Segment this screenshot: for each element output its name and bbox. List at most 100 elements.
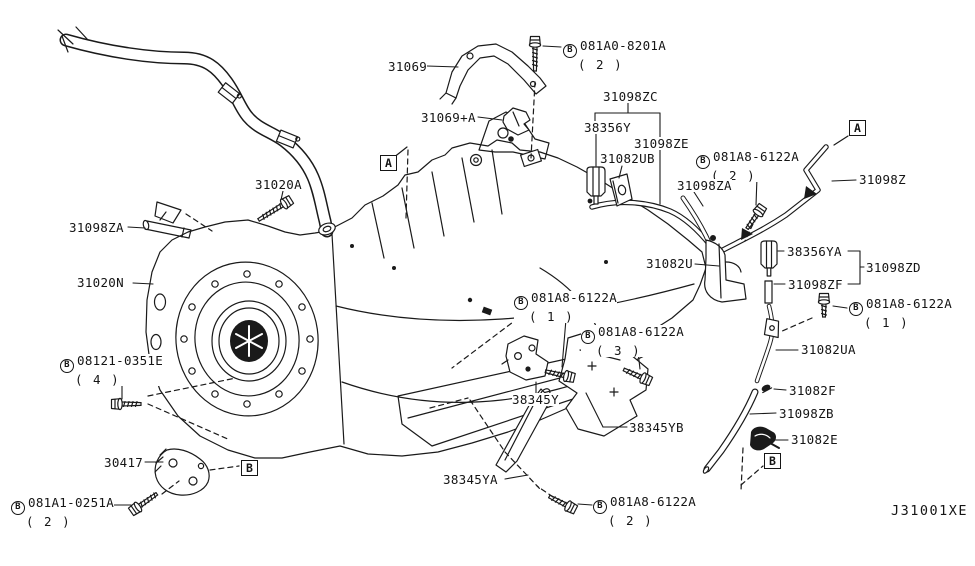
part-label-38345YB: 38345YB <box>629 421 684 434</box>
hose-cut-end <box>57 26 89 53</box>
clip-31082E <box>750 426 780 451</box>
leader-line <box>577 503 593 506</box>
part-label-31082U: 31082U <box>646 257 693 270</box>
leader-line <box>504 474 529 480</box>
leader-line <box>426 65 459 68</box>
quantity-text: ( 1 ) <box>529 308 575 324</box>
part-label-31082F: 31082F <box>789 384 836 397</box>
part-number-text: 31098ZA <box>677 178 732 193</box>
part-number-text: 081A8-6122A <box>598 324 685 339</box>
bolt-icon <box>127 492 159 517</box>
part-label-31098ZF: 31098ZF <box>788 278 843 291</box>
tube-31098ZF <box>764 280 773 304</box>
leader-line <box>694 263 720 267</box>
bolt-icon <box>817 292 831 318</box>
hose-clamp-icon <box>275 129 301 149</box>
part-number-text: 31020A <box>255 177 302 192</box>
cooler-pipes <box>587 135 849 263</box>
leader-line <box>749 412 777 415</box>
part-label-31098Z: 31098Z <box>859 173 906 186</box>
figure-code: J31001XE <box>891 503 969 519</box>
bracket-38345Y <box>501 335 549 381</box>
leader-line <box>831 179 857 182</box>
dashed-references <box>147 81 813 498</box>
part-label-38345Y: 38345Y <box>512 393 559 406</box>
circled-b-icon: B <box>11 500 25 515</box>
part-number-text: 31082U <box>646 256 693 271</box>
leader-line <box>618 165 623 179</box>
view-marker-a: A <box>380 155 397 171</box>
tube-31098ZB <box>702 388 759 474</box>
part-number-text: 31098ZB <box>779 406 834 421</box>
tube-31082UA <box>754 303 780 384</box>
quantity-text: ( 1 ) <box>864 314 910 330</box>
view-marker-b: B <box>241 460 258 476</box>
leader-line <box>755 176 758 206</box>
part-number-text: 31082UB <box>600 151 655 166</box>
leader-line <box>585 392 604 428</box>
pipe-arrow-icon <box>741 228 753 240</box>
bolt-icon <box>622 367 654 387</box>
circled-b-icon: B <box>849 301 863 316</box>
part-number-text: 081A8-6122A <box>531 290 618 305</box>
part-label-31069: 31069 <box>388 59 428 74</box>
part-number-text: 081A1-0251A <box>28 495 115 510</box>
part-number-text: 31082E <box>791 432 838 447</box>
part-label-31098ZA-left: 31098ZA <box>69 221 124 234</box>
part-label-31082UB: 31082UB <box>600 152 655 165</box>
clamp-31082F <box>761 384 773 394</box>
part-label-38356YA: 38356YA <box>787 245 842 258</box>
tube-31098ZA <box>142 201 192 239</box>
quantity-text: ( 2 ) <box>578 56 624 72</box>
part-label-31020N: 31020N <box>77 276 124 289</box>
circled-b-icon: B <box>696 154 710 169</box>
part-label-31098ZC: 31098ZC <box>603 90 658 103</box>
part-number-text: 31098ZE <box>634 136 689 151</box>
part-label-31020A: 31020A <box>255 178 302 191</box>
part-number-text: 31082UA <box>801 342 856 357</box>
part-number-text: 38345YA <box>443 472 498 487</box>
part-label-38345YA: 38345YA <box>443 473 498 486</box>
leader-line <box>127 226 146 229</box>
view-marker-a: A <box>849 120 866 136</box>
part-number-text: 31069 <box>388 59 428 74</box>
part-label-31082E: 31082E <box>791 433 838 446</box>
view-marker-b: B <box>764 453 781 469</box>
bolt-icon <box>257 195 295 222</box>
quantity-text: ( 3 ) <box>596 342 642 358</box>
flange-bolt-holes <box>150 270 314 408</box>
clip-31069A <box>502 107 531 142</box>
bolt-icon <box>548 494 579 515</box>
leader-line <box>132 282 154 285</box>
part-label-31082UA: 31082UA <box>801 343 856 356</box>
part-number-text: 081A0-8201A <box>580 38 667 53</box>
part-label-31098ZD: 31098ZD <box>866 261 921 274</box>
part-number-text: 38356YA <box>787 244 842 259</box>
quantity-text: ( 2 ) <box>711 167 757 183</box>
sensor-38356Y <box>586 166 606 205</box>
part-label-31098ZB: 31098ZB <box>779 407 834 420</box>
part-number-text: 081A8-6122A <box>610 494 697 509</box>
part-number-text: 38345YB <box>629 420 684 435</box>
part-label-31069+A: 31069+A <box>421 111 476 124</box>
quantity-text: ( 2 ) <box>608 512 654 528</box>
bracket-31069 <box>439 43 547 105</box>
hose-clamp-icon <box>217 82 242 104</box>
bracket-30417 <box>154 448 210 496</box>
part-number-text: 31098ZC <box>603 89 658 104</box>
part-label-31098ZE: 31098ZE <box>634 137 689 150</box>
part-number-text: 081A8-6122A <box>866 296 953 311</box>
part-number-text: 31020N <box>77 275 124 290</box>
circled-b-icon: B <box>593 499 607 514</box>
pipe-bracket-31082U <box>704 239 747 303</box>
part-number-text: 31098ZD <box>866 260 921 275</box>
part-number-text: 31098Z <box>859 172 906 187</box>
pipe-clip-icon <box>763 318 780 339</box>
